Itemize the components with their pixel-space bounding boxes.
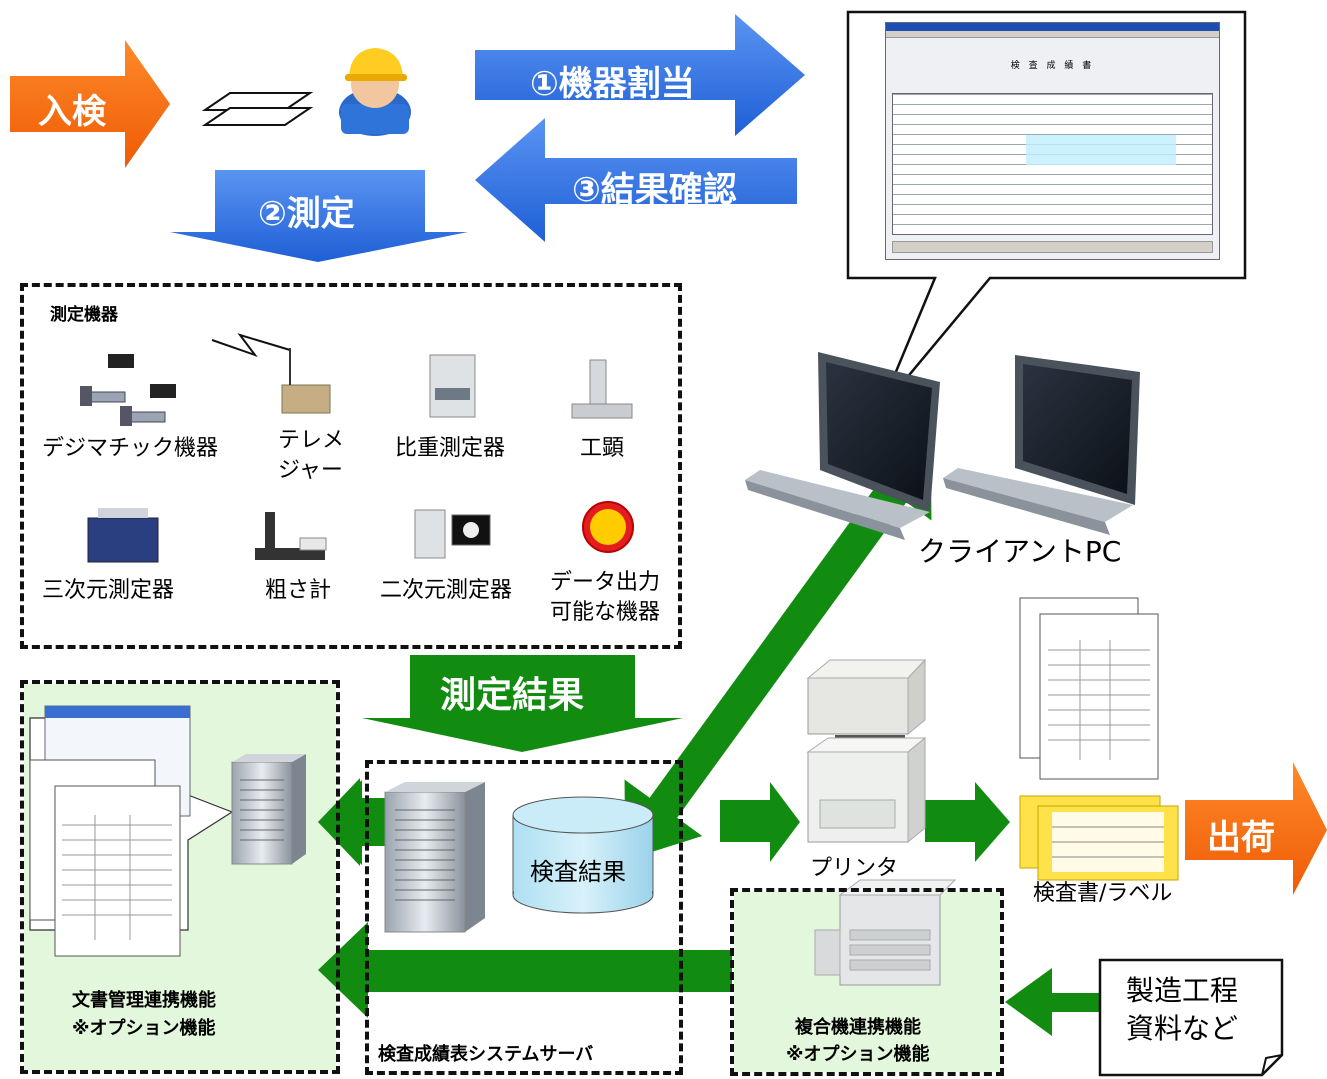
papers-icon bbox=[201, 92, 314, 126]
printer-label: プリンタ bbox=[810, 856, 899, 881]
labels-icon bbox=[1019, 795, 1179, 881]
shipping-arrow bbox=[1185, 762, 1327, 895]
instrument-label-microscope: 工顕 bbox=[580, 436, 625, 461]
instrument-label-other: データ出力 可能な機器 bbox=[550, 570, 661, 625]
mfp-panel bbox=[730, 888, 1004, 1076]
laser-printer-icon bbox=[806, 658, 927, 749]
gravity-meter-icon bbox=[429, 354, 476, 418]
laptop-1-icon bbox=[745, 352, 940, 540]
incoming-label: 入検 bbox=[38, 92, 106, 132]
results-arrow bbox=[362, 655, 683, 752]
step2-arrow bbox=[170, 170, 468, 262]
database-icon bbox=[512, 796, 654, 914]
worker-icon bbox=[339, 48, 411, 136]
doc-mgmt-line1: 文書管理連携機能 bbox=[72, 990, 216, 1011]
software-screen: 検 査 成 績 書 bbox=[885, 22, 1220, 260]
wireless-icon bbox=[211, 333, 291, 358]
instrument-label-2d: 二次元測定器 bbox=[380, 578, 513, 603]
server-icon bbox=[384, 782, 485, 933]
server-frame bbox=[365, 760, 683, 1075]
output-label: 検査書/ラベル bbox=[1033, 881, 1173, 906]
incoming-arrow bbox=[10, 40, 170, 168]
server-label: 検査成績表システムサーバ bbox=[378, 1044, 594, 1065]
doc-mgmt-line2: ※オプション機能 bbox=[72, 1018, 216, 1039]
server-to-printer-arrow bbox=[720, 782, 800, 862]
step2-label: ②測定 bbox=[258, 194, 355, 234]
client-label: クライアントPC bbox=[918, 535, 1122, 568]
mfp-to-doc-arrow bbox=[318, 922, 732, 1018]
step1-label: ①機器割当 bbox=[530, 64, 695, 104]
results-label: 測定結果 bbox=[440, 675, 585, 716]
step3-label: ③結果確認 bbox=[572, 170, 737, 210]
inspection-sheets-icon bbox=[1019, 597, 1159, 780]
database-label: 検査結果 bbox=[530, 858, 626, 886]
telemeasure-icon bbox=[281, 348, 331, 414]
digimatic-icon bbox=[80, 354, 176, 426]
shipping-label: 出荷 bbox=[1207, 818, 1275, 858]
instruments-frame bbox=[20, 283, 682, 649]
step1-arrow bbox=[475, 14, 805, 136]
doc-sheets-icon bbox=[29, 705, 191, 957]
instrument-label-telemeasure: テレメ ジャー bbox=[278, 428, 345, 483]
note-sheet bbox=[1098, 958, 1284, 1077]
instrument-label-gravity: 比重測定器 bbox=[395, 436, 506, 461]
question-icon bbox=[582, 501, 634, 553]
laptop-2-icon bbox=[943, 355, 1140, 535]
doc-mgmt-panel bbox=[20, 680, 340, 1074]
printer-to-output-arrow bbox=[925, 782, 1010, 862]
2d-measure-icon bbox=[414, 509, 491, 559]
microscope-icon bbox=[571, 359, 633, 419]
mfp-line1: 複合機連携機能 bbox=[795, 1017, 921, 1038]
client-link-arrow bbox=[624, 439, 932, 861]
server-to-doc-arrow-2 bbox=[318, 778, 392, 866]
step3-arrow bbox=[475, 118, 797, 242]
doc-server-icon bbox=[231, 754, 306, 865]
cmm-icon bbox=[87, 508, 159, 563]
mfp-line2: ※オプション機能 bbox=[786, 1044, 930, 1065]
instrument-label-digimatic: デジマチック機器 bbox=[42, 436, 219, 461]
screen-title: 検 査 成 績 書 bbox=[1010, 61, 1095, 71]
note-text: 製造工程 資料など bbox=[1126, 974, 1239, 1045]
roughness-icon bbox=[255, 512, 327, 560]
label-printer-icon bbox=[806, 736, 927, 844]
instruments-title: 測定機器 bbox=[50, 305, 118, 325]
note-to-mfp-arrow bbox=[1005, 968, 1102, 1036]
instrument-label-roughness: 粗さ計 bbox=[265, 578, 332, 603]
instrument-label-cmm: 三次元測定器 bbox=[42, 578, 175, 603]
